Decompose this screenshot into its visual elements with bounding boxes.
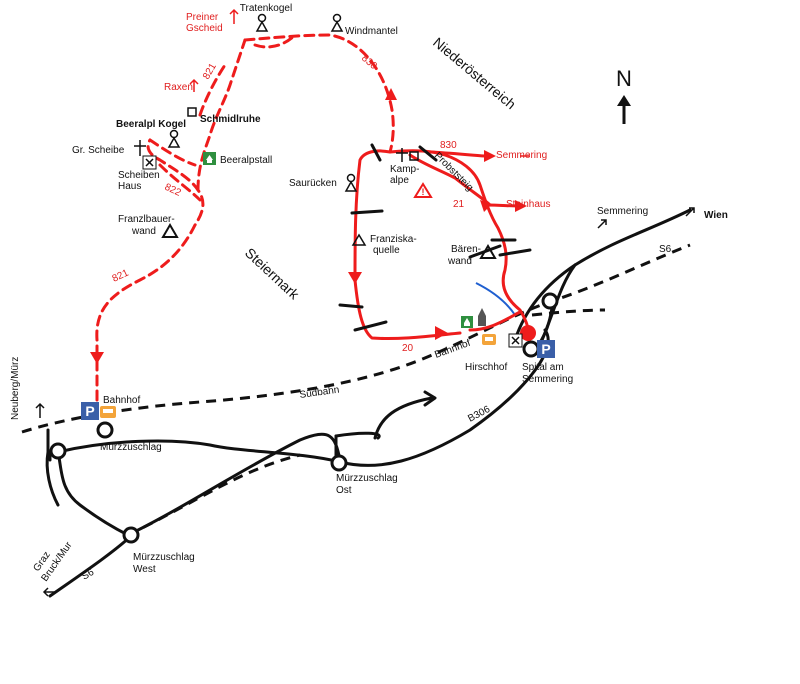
region-niederoesterreich: Niederösterreich [430,34,519,112]
summit-icon-tratenkogel [255,13,269,32]
road-s6b: S6 [80,567,96,583]
route-821b: 821 [111,268,131,285]
region-steiermark: Steiermark [242,244,303,303]
hut-icon-schmidlruhe [187,107,197,117]
peak-baren2: wand [447,256,472,267]
direction-arrows [35,207,695,597]
svg-text:P: P [541,341,550,357]
place-spital2: Semmering [522,374,573,385]
triangle-icon-franzlbauer [161,223,179,238]
peak-grscheibe: Gr. Scheibe [72,145,125,156]
peak-markers [134,13,497,259]
north-label: N [616,66,632,91]
place-scheiben2: Haus [118,181,141,192]
summit-icon-beeralpl [167,129,181,148]
place-mzwest1: Mürzzuschlag [133,552,195,563]
place-kamp2: alpe [390,175,409,186]
triangle-icon-barenwand [479,244,497,259]
cross-icon-kampalpe [396,148,408,162]
dest-steinhaus: Steinhaus [506,199,550,210]
summit-icon-windmantel [330,13,344,32]
spital-marker [520,325,536,341]
parking-icon-spital: P [537,340,555,358]
junctions [49,292,559,544]
dest-wien: Wien [704,210,728,221]
train-icon-spital [482,334,496,345]
peak-schmidlruhe: Schmidlruhe [200,114,261,125]
parking-icon-mz: P [81,402,99,420]
place-hirschhof: Hirschhof [465,362,507,373]
hiking-trails [95,33,530,402]
summit-icon-saurucken [344,173,358,192]
place-beeralpstall: Beeralpstall [220,155,272,166]
place-scheiben1: Scheiben [118,170,160,181]
train-icon-mz [100,406,116,418]
road-sudbahn: Südbahn [299,385,340,401]
north-arrow: N [616,66,632,124]
dest-preiner1: Preiner [186,12,219,23]
place-franziska1: Franziska- [370,234,417,245]
place-mzwest2: West [133,564,156,575]
dest-semmering: Semmering [597,206,648,217]
hut-icon-spital [461,316,473,328]
route-21: 21 [453,199,465,210]
dest-preiner2: Gscheid [186,23,223,34]
place-mzost2: Ost [336,485,352,496]
peak-baren1: Bären- [451,244,481,255]
hut-icon-beeralpstall [203,152,216,165]
hut-icon-kampalpe [409,151,419,161]
river [475,282,516,316]
cross-icon-grscheibe [134,140,146,156]
dest-neuberg: Neuberg/Mürz [10,357,21,420]
railway [21,243,691,537]
place-spital1: Spital am [522,362,564,373]
peak-tratenkogel: Tratenkogel [240,3,292,14]
dest-semmering-red: Semmering [496,150,547,161]
peak-windmantel: Windmantel [345,26,398,37]
label-bahnhof-spital: Bahnhof [433,338,472,361]
place-mzost1: Mürzzuschlag [336,473,398,484]
restaurant-icon-hirschhof [508,333,523,348]
place-kamp1: Kamp- [390,164,419,175]
peak-franzlbauer1: Franzlbauer- [118,214,175,225]
road-network [45,208,692,598]
trail-ticks [338,143,532,332]
church-icon [478,308,486,326]
peak-saurucken: Saurücken [289,178,337,189]
peak-franzlbauer2: wand [131,226,156,237]
warning-icon: ! [413,182,433,198]
peak-beeralpl: Beeralpl Kogel [116,119,186,130]
restaurant-icon-scheibenhaus [142,155,157,170]
trail-arrows [90,88,527,364]
svg-text:!: ! [422,187,425,197]
route-822: 822 [163,182,183,199]
red-direction-arrows [189,8,530,157]
svg-text:P: P [85,403,94,419]
place-franziska2: quelle [373,245,400,256]
route-20: 20 [402,343,414,354]
triangle-icon-franziska [351,233,367,246]
place-mz: Mürzzuschlag [100,442,162,453]
route-830b: 830 [440,140,457,151]
dest-raxen: Raxen [164,82,193,93]
road-s6a: S6 [659,244,672,255]
place-bahnhof-mz: Bahnhof [103,395,140,406]
